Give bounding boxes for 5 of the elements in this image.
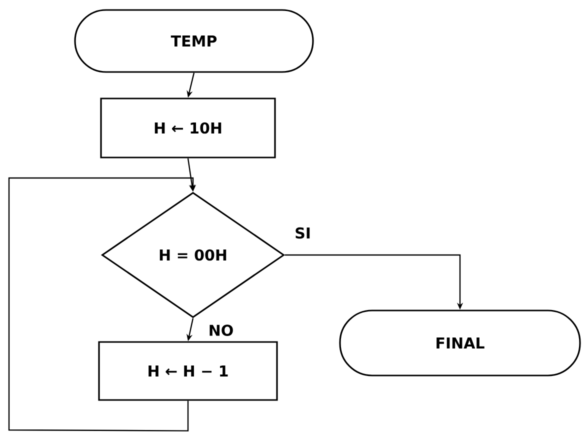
arrow xyxy=(8,177,196,432)
process-box: H ← 10H xyxy=(100,98,276,158)
edge-label: NO xyxy=(210,324,233,336)
edge-label: SI xyxy=(296,227,310,239)
process-box: H ← H − 1 xyxy=(98,341,278,401)
